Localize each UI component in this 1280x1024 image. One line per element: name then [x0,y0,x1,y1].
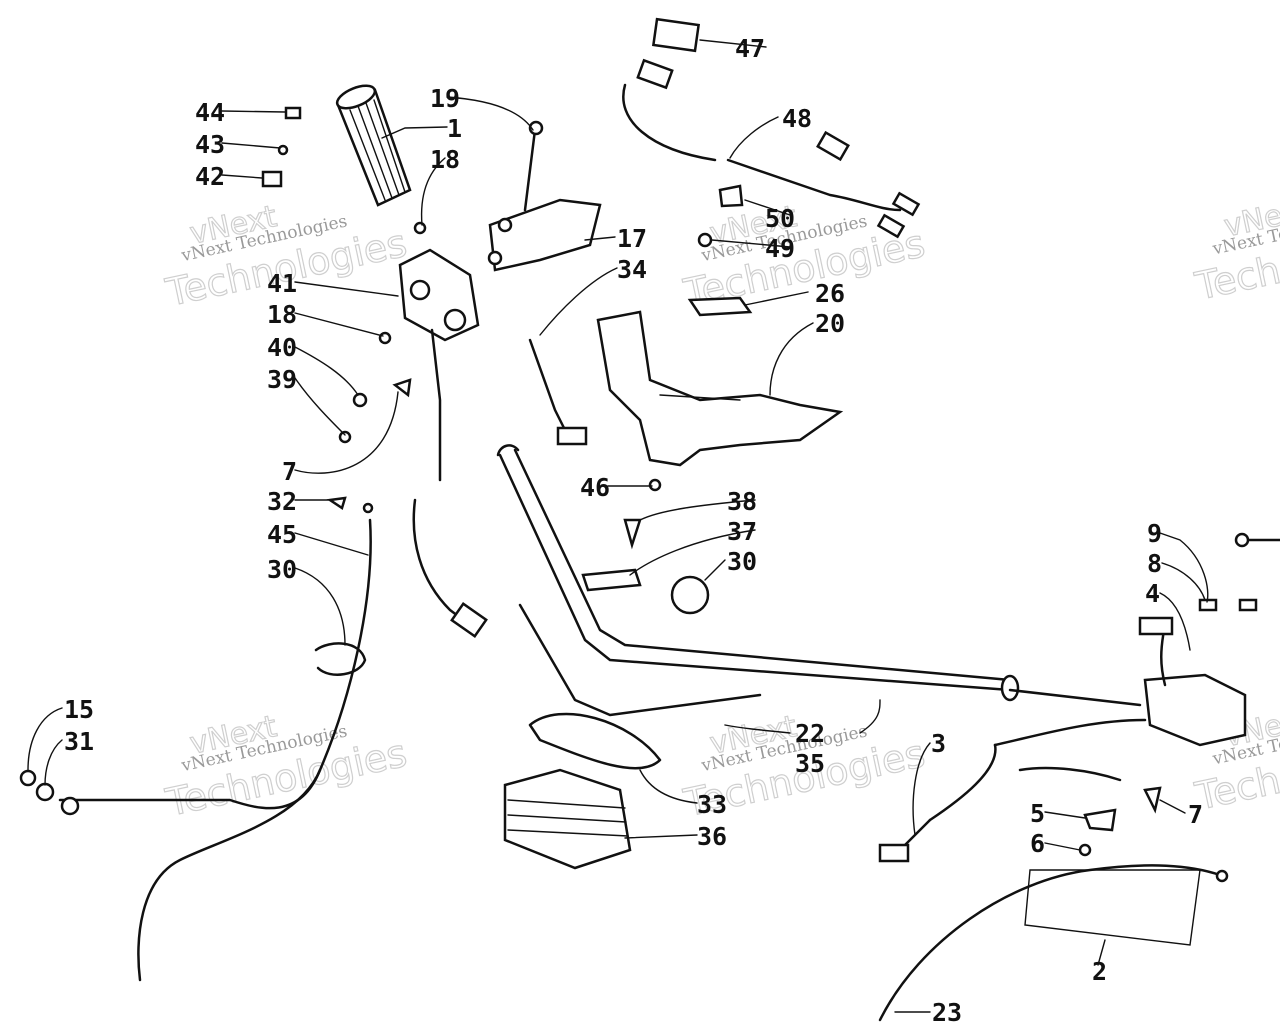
bolt [523,128,537,212]
console-cover [596,310,844,467]
label-38: 38 [727,487,757,516]
decal [1024,869,1201,946]
label-45: 45 [267,520,297,549]
label-41: 41 [267,269,297,298]
cable-end [450,602,488,638]
label-50: 50 [765,204,795,233]
throttle-cable [412,498,472,627]
switch-assembly [878,532,1280,863]
handlebar-mount [487,198,602,272]
handlebar [498,453,1012,692]
label-37: 37 [727,517,757,546]
leader-lines [27,39,1209,1013]
label-26: 26 [815,279,845,308]
label-19: 19 [430,84,460,113]
label-3: 3 [931,729,946,758]
label-33: 33 [697,790,727,819]
pad-strap [528,712,662,770]
label-35: 35 [795,749,825,778]
tether-tag [651,17,701,53]
label-20: 20 [815,309,845,338]
label-36: 36 [697,822,727,851]
label-7-right: 7 [1188,800,1203,829]
label-18-left: 18 [267,300,297,329]
watermarks: vNext vNext Technologies Technologies vN… [161,191,1280,826]
label-22: 22 [795,719,825,748]
kill-switch-wire [528,338,572,442]
label-9: 9 [1147,519,1162,548]
tether-cord [622,83,902,212]
trim-strip [687,296,753,317]
label-46: 46 [580,473,610,502]
label-23: 23 [932,998,962,1024]
part-labels: 1 2 3 4 5 6 7 7 8 9 15 17 18 18 19 20 22… [64,34,1203,1024]
label-1: 1 [447,114,462,143]
handlebar-grip [335,84,412,207]
label-42: 42 [195,162,225,191]
label-5: 5 [1030,799,1045,828]
label-30-right: 30 [727,547,757,576]
label-2: 2 [1092,957,1107,986]
label-8: 8 [1147,549,1162,578]
label-34: 34 [617,255,647,284]
label-7-left: 7 [282,457,297,486]
label-49: 49 [765,234,795,263]
label-30-left: 30 [267,555,297,584]
label-40: 40 [267,333,297,362]
main-cable [878,864,1222,1022]
label-47: 47 [735,34,765,63]
throttle-housing [398,248,480,482]
label-32: 32 [267,487,297,516]
label-44: 44 [195,98,225,127]
label-43: 43 [195,130,225,159]
label-39: 39 [267,365,297,394]
label-17: 17 [617,224,647,253]
label-6: 6 [1030,829,1045,858]
label-48: 48 [782,104,812,133]
label-31: 31 [64,727,94,756]
label-15: 15 [64,695,94,724]
handlebar-pad [503,768,632,870]
label-4: 4 [1145,579,1160,608]
lower-cable [137,518,372,982]
label-18-top: 18 [430,145,460,174]
